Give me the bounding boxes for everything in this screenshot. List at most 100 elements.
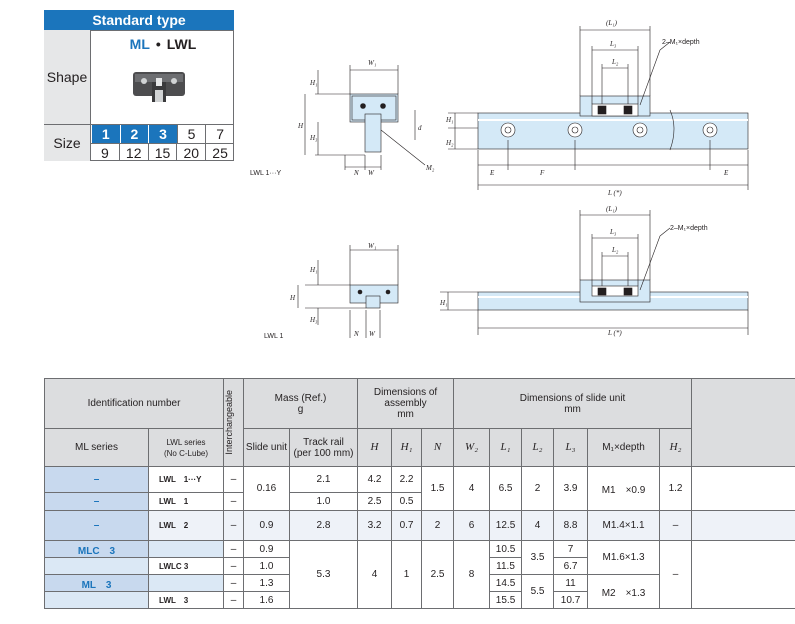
cell-h1: 1	[391, 540, 423, 609]
cell-n: 2.5	[421, 540, 455, 609]
header-mass: Mass (Ref.)g	[242, 378, 359, 429]
cell-lwl	[148, 540, 224, 558]
cell-l2: 4	[521, 510, 555, 541]
label-n: N	[353, 169, 359, 177]
size-row-highlight: 1 2 3 5 7	[91, 125, 234, 143]
cell-m1: M2 ×1.3	[587, 574, 661, 609]
label-h: H	[297, 122, 304, 130]
header-slide-unit: Slide unit	[243, 428, 290, 467]
size-width-12: 12	[118, 144, 148, 161]
cell-h2: 1.2	[659, 466, 693, 511]
cell-ic: –	[223, 492, 244, 511]
series-ml: ML	[129, 36, 150, 52]
label-h2-side: H₂	[445, 139, 454, 147]
cell-l3: 3.9	[553, 466, 589, 511]
label-e-right: E	[723, 169, 729, 177]
header-interchangeable-text: Interchangeable	[224, 390, 235, 455]
cell-slide: 0.9	[243, 540, 290, 558]
cell-m1: M1.4×1.1	[587, 510, 661, 541]
shape-label: Shape	[44, 30, 91, 124]
header-ident: Identification number	[44, 378, 224, 429]
header-lwl-series-title: LWL series	[166, 437, 206, 447]
cell-ic: –	[223, 540, 244, 558]
cell-ic: –	[223, 574, 244, 592]
label-h1-side-fig2: H₁	[439, 299, 448, 307]
cell-ml	[44, 591, 149, 609]
cell-h: 3.2	[357, 510, 393, 541]
table-row: – LWL 2 – 0.9 2.8 3.2 0.7 2 6 12.5 4 8.8…	[44, 510, 795, 541]
cell-ic: –	[223, 591, 244, 609]
cell-h: 4.2	[357, 466, 393, 493]
cell-m1: M1.6×1.3	[587, 540, 661, 575]
header-ml-series: ML series	[44, 428, 149, 467]
header-h2: H₂	[659, 428, 693, 467]
cell-w2: 4	[453, 466, 491, 511]
header-track-rail: Track rail(per 100 mm)	[288, 428, 359, 467]
label-l-fig2: L (*)	[607, 329, 622, 337]
size-width-20: 20	[176, 144, 205, 161]
side-view-fig2	[440, 210, 749, 335]
cross-section-fig2	[297, 245, 399, 338]
series-separator: •	[155, 36, 161, 52]
cell-h1: 0.7	[391, 510, 423, 541]
cell-lwl: LWL 1···Y	[148, 466, 224, 493]
cell-slide: 1.0	[243, 557, 290, 575]
callout-m1-fig2: 2–M₁×depth	[670, 225, 708, 232]
size-1: 1	[91, 125, 120, 143]
cell-l1: 10.5	[489, 540, 523, 558]
cell-rail: 2.8	[288, 510, 359, 541]
cell-w2: 6	[453, 510, 491, 541]
cell-slide: 0.9	[243, 510, 290, 541]
cell-ml	[44, 557, 149, 575]
header-dim-slide-unit: mm	[564, 403, 581, 415]
cell-slide: 1.3	[243, 574, 290, 592]
cross-section-fig2-labels: W₁ H₁ H H₃ N W LWL 1	[264, 242, 376, 340]
cell-n: 2	[421, 510, 455, 541]
cell-lwl: LWL 3	[148, 591, 224, 609]
cell-w2: 8	[453, 540, 491, 609]
size-width-25: 25	[205, 144, 234, 161]
cell-lwl: LWL 1	[148, 492, 224, 511]
header-l1: L₁	[489, 428, 523, 467]
header-track-rail-sub: (per 100 mm)	[293, 447, 354, 459]
table-row: MLC 3 – 0.9 5.3 4 1 2.5 8 10.5 3.5 7 M1.…	[44, 540, 795, 609]
label-l1-fig2: (L₁)	[606, 205, 618, 213]
label-h1-fig2: H₁	[309, 266, 318, 274]
cell-l1: 12.5	[489, 510, 523, 541]
side-view-fig2-labels: (L₁) L₃ L₂ 2–M₁×depth L (*) H₁	[439, 205, 708, 337]
label-w1-fig2: W₁	[368, 242, 376, 250]
cell-n: 1.5	[421, 466, 455, 511]
cell-slide: 1.6	[243, 591, 290, 609]
cell-ml: –	[44, 466, 149, 493]
header-l2: L₂	[521, 428, 555, 467]
cell-l3: 8.8	[553, 510, 589, 541]
cell-l2: 3.5	[521, 540, 555, 575]
cell-h1: 0.5	[391, 492, 423, 511]
cross-section-fig1	[304, 65, 426, 170]
fig1-label: LWL 1···Y	[250, 170, 281, 177]
header-w2: W₂	[453, 428, 491, 467]
header-mass-unit: g	[297, 403, 304, 415]
cell-blank	[691, 540, 795, 609]
cell-l3: 7	[553, 540, 589, 558]
cell-lwl: LWL 2	[148, 510, 224, 541]
label-w-fig2: W	[369, 330, 376, 338]
cell-l1: 14.5	[489, 574, 523, 592]
cell-l3: 10.7	[553, 591, 589, 609]
cell-l3: 6.7	[553, 557, 589, 575]
label-h3: H₃	[309, 134, 318, 142]
size-7: 7	[205, 125, 234, 143]
cell-blank	[691, 466, 795, 511]
cell-ic: –	[223, 466, 244, 493]
label-l1: (L₁)	[606, 19, 618, 27]
cell-lwl	[148, 574, 224, 592]
label-l: L (*)	[607, 189, 622, 197]
label-h1: H₁	[309, 79, 318, 87]
header-track-rail-title: Track rail	[303, 436, 344, 448]
header-n: N	[421, 428, 455, 467]
cell-ml: –	[44, 510, 149, 541]
label-e-left: E	[489, 169, 495, 177]
cell-rail: 5.3	[288, 540, 359, 609]
